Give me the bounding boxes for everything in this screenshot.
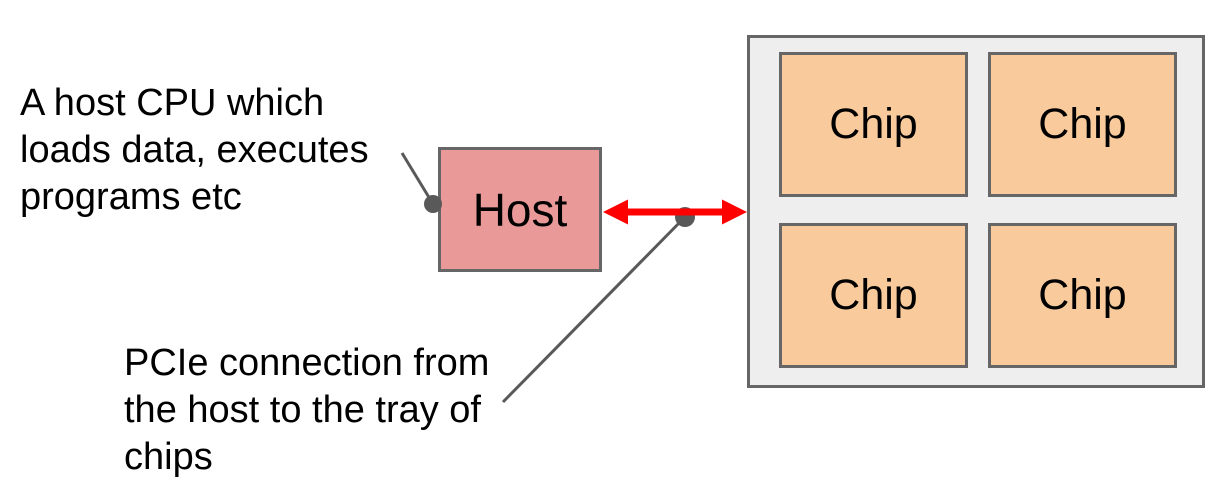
chip-box: Chip [779, 52, 968, 197]
pcie-callout-dot [675, 207, 695, 227]
host-cpu-annotation: A host CPU which loads data, executes pr… [20, 80, 369, 221]
chip-box: Chip [779, 223, 968, 368]
host-box-label: Host [472, 183, 568, 236]
pcie-annotation-line: PCIe connection from [124, 342, 490, 384]
host-cpu-annotation-line: A host CPU which [20, 82, 325, 124]
chip-box: Chip [988, 52, 1177, 197]
chip-label: Chip [1038, 271, 1127, 319]
host-cpu-annotation-line: loads data, executes [20, 129, 369, 171]
chip-box: Chip [988, 223, 1177, 368]
pcie-annotation: PCIe connection from the host to the tra… [124, 340, 489, 481]
chip-tray: Chip Chip Chip Chip [747, 35, 1205, 388]
host-callout-line [400, 152, 435, 205]
host-box: Host [438, 147, 602, 272]
chip-label: Chip [829, 100, 918, 148]
chip-label: Chip [829, 271, 918, 319]
pcie-annotation-line: the host to the tray of [124, 389, 481, 431]
pcie-annotation-line: chips [124, 436, 213, 478]
host-cpu-annotation-line: programs etc [20, 176, 242, 218]
chip-label: Chip [1038, 100, 1127, 148]
pcie-double-arrow [603, 199, 747, 225]
